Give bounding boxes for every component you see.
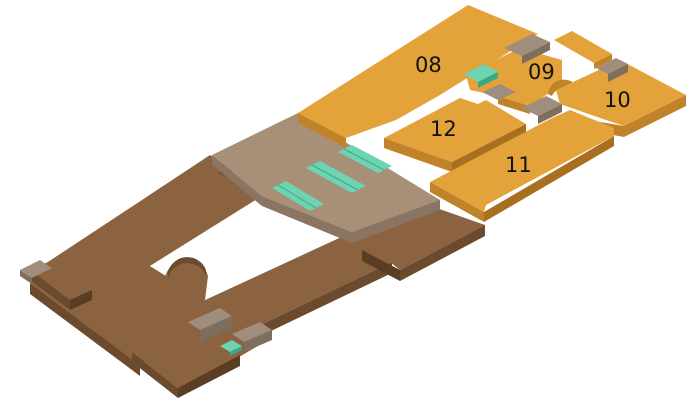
room-11[interactable]: 11 <box>430 110 614 222</box>
wing-rotunda <box>165 259 208 300</box>
room-08[interactable]: 08 <box>298 5 538 148</box>
service-block-3-side <box>522 42 550 64</box>
stairs-front[interactable] <box>220 340 242 352</box>
stairs-north[interactable] <box>464 64 498 82</box>
wing-east-block-face <box>362 250 400 281</box>
wing-right-strip-side <box>250 262 392 341</box>
wing-left-block[interactable] <box>30 163 262 365</box>
room-12-label: 12 <box>430 117 457 141</box>
room-10-label: 10 <box>604 88 631 112</box>
service-block-5 <box>522 96 562 116</box>
wing-left-lobby-face <box>70 290 92 310</box>
lower-wing <box>20 155 485 398</box>
room-12[interactable]: 12 <box>384 98 526 172</box>
service-block-4 <box>596 58 628 74</box>
wing-east-block-side <box>400 225 485 281</box>
stairs-upper[interactable] <box>272 145 392 211</box>
service-block-2-side <box>244 330 272 352</box>
room-09-label: 09 <box>528 60 555 84</box>
wing-entrance-step <box>20 260 52 278</box>
wing-front-block[interactable] <box>132 310 268 388</box>
wing-left-lobby[interactable] <box>30 262 92 300</box>
atrium <box>212 113 440 243</box>
atrium-front-edge <box>262 196 352 243</box>
service-block-2 <box>232 322 272 342</box>
room-08-label: 08 <box>415 53 442 77</box>
wing-left-lobby-side <box>30 270 70 310</box>
service-block-1 <box>188 308 232 330</box>
room-annex-ne[interactable] <box>554 31 612 69</box>
wing-entrance-step-side <box>20 270 32 284</box>
stairs-front-side <box>230 346 242 356</box>
service-block-6 <box>482 84 516 100</box>
service-block-4-side <box>608 64 628 82</box>
wing-left-block-side <box>30 283 140 376</box>
stairs-north-side <box>478 72 498 88</box>
service-block-1-side <box>200 316 232 342</box>
service-block-5-side <box>538 104 562 124</box>
service-block-3 <box>504 34 550 56</box>
atrium-left-edge <box>212 155 262 206</box>
room-wing: 08 09 10 12 <box>298 5 686 222</box>
wing-right-strip[interactable] <box>205 232 392 330</box>
wing-rotunda-edge <box>168 257 206 278</box>
wing-front-block-side <box>132 352 178 398</box>
atrium-right-edge <box>352 200 440 243</box>
wing-front-block-face <box>178 355 240 398</box>
room-11-label: 11 <box>505 153 532 177</box>
